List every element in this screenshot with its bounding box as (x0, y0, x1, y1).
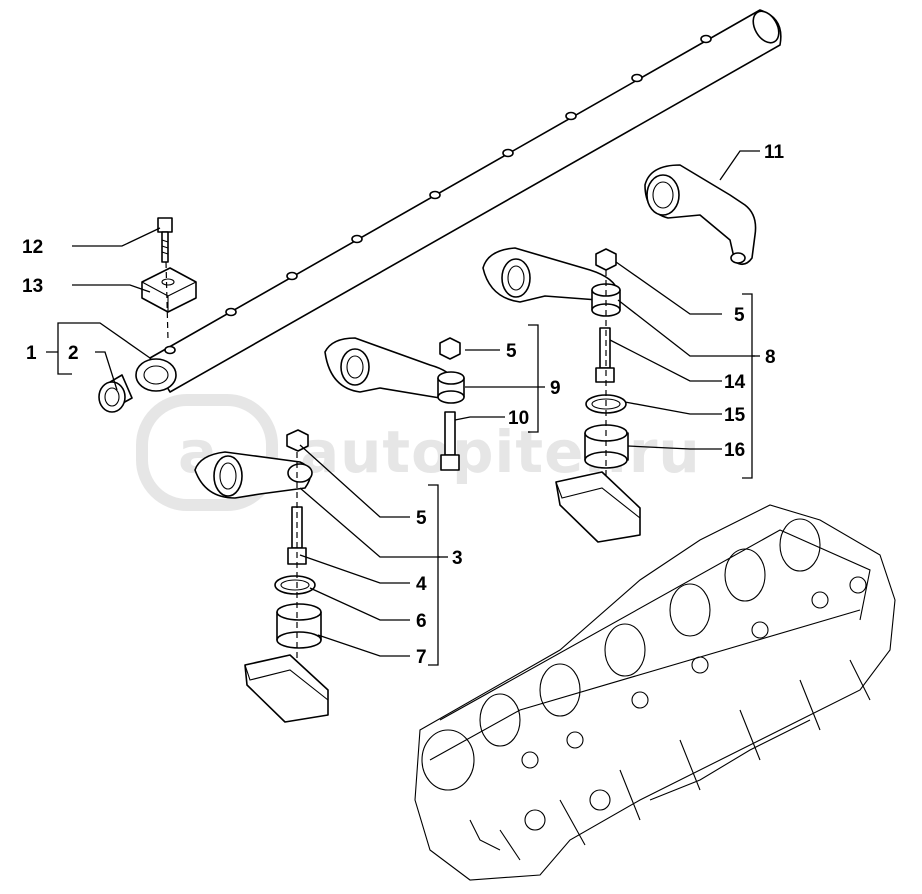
callout-12: 12 (22, 237, 43, 258)
adjusting-screw-right (595, 327, 615, 383)
clamp-axis-line (165, 261, 169, 341)
callout-9: 9 (550, 378, 561, 399)
callout-2: 2 (68, 343, 79, 364)
callout-4: 4 (416, 574, 427, 595)
rocker-arm-middle (324, 337, 459, 399)
shaft-clamp-block (141, 267, 197, 313)
callout-16: 16 (724, 440, 745, 461)
valve-bridge-left (276, 603, 322, 649)
rocker-shaft (135, 9, 782, 393)
callout-1: 1 (26, 343, 37, 364)
cylinder-head-illustration (414, 504, 896, 881)
callout-3: 3 (452, 548, 463, 569)
callout-11: 11 (764, 142, 785, 163)
callout-5-middle: 5 (506, 341, 517, 362)
callout-10: 10 (508, 408, 529, 429)
adjusting-nut-left (286, 429, 309, 452)
rocker-arm-left (194, 451, 313, 499)
leader-lines (46, 150, 760, 666)
adjusting-nut-middle (439, 337, 461, 360)
callout-labels: 1 2 12 13 5 3 4 6 7 5 9 10 11 5 8 14 15 … (22, 142, 785, 668)
watermark: a autopiter.ru (136, 394, 701, 511)
callout-5-left: 5 (416, 508, 427, 529)
valve-tappet-right (555, 471, 641, 543)
shaft-clamp-bolt (157, 217, 173, 263)
lever-arm (644, 164, 757, 266)
callout-13: 13 (22, 276, 43, 297)
callout-5-right: 5 (734, 305, 745, 326)
watermark-logo-box (136, 394, 278, 511)
shaft-end-plug (98, 374, 133, 413)
adjusting-screw-middle (440, 411, 460, 471)
callout-15: 15 (724, 405, 746, 426)
valve-bridge-right (584, 424, 629, 469)
valve-tappet-left (244, 654, 329, 723)
rocker-arm-right (482, 247, 619, 303)
watermark-text: autopiter.ru (300, 418, 701, 486)
callout-6: 6 (416, 611, 427, 632)
shaft-oil-holes (164, 34, 712, 355)
callout-8: 8 (765, 347, 776, 368)
retaining-ring-left (274, 575, 316, 595)
adjusting-nut-right (595, 248, 617, 271)
callout-14: 14 (724, 372, 746, 393)
rocker-bushing-middle (437, 371, 465, 404)
callout-7: 7 (416, 647, 427, 668)
